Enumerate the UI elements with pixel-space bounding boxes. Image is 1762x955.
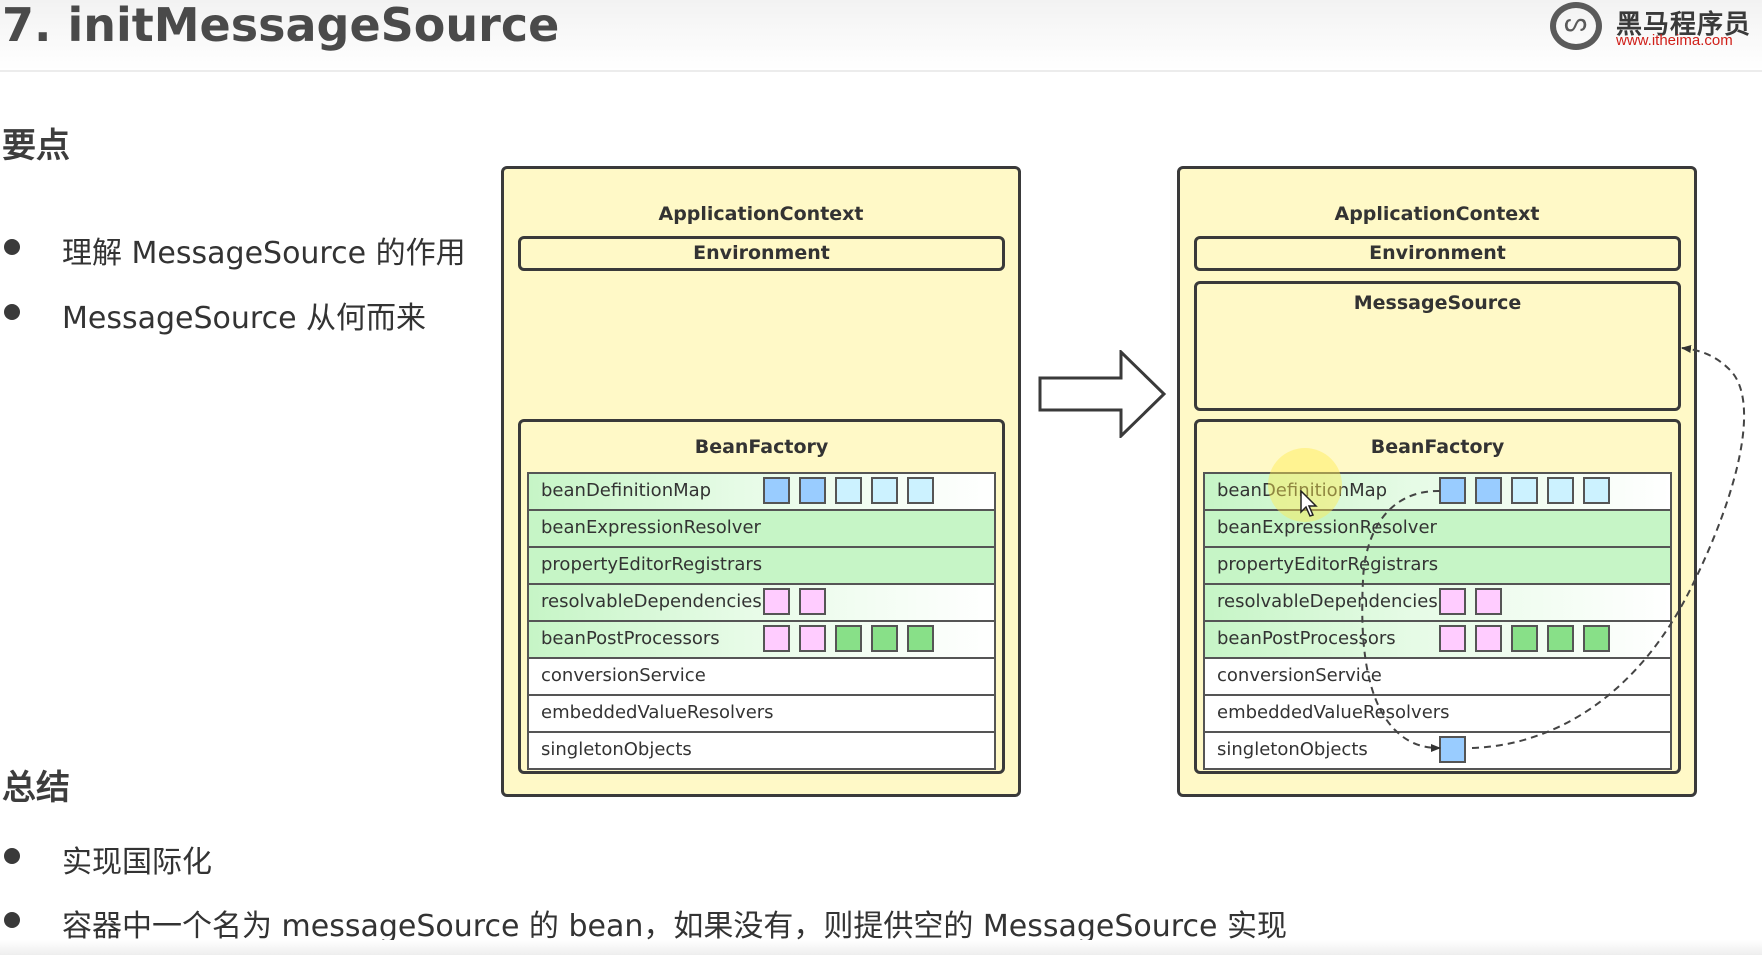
row-label: singletonObjects (541, 739, 692, 760)
bean-square-blue-dark (1439, 477, 1466, 504)
bean-square-blue-dark (763, 477, 790, 504)
beanfactory-box: BeanFactory beanDefinitionMap beanExpress… (1194, 419, 1681, 774)
messagesource-label: MessageSource (1353, 292, 1522, 314)
slide-footer (0, 940, 1762, 955)
bean-square-green (1547, 625, 1574, 652)
beanfactory-label: BeanFactory (1370, 436, 1505, 458)
environment-box: Environment (518, 236, 1005, 271)
bullet-dot-icon (4, 304, 20, 320)
row-label: resolvableDependencies (541, 591, 762, 612)
row-label: beanExpressionResolver (541, 517, 761, 538)
application-context-label: ApplicationContext (658, 203, 864, 225)
key-points-heading: 要点 (2, 126, 70, 166)
bean-square-blue-dark (1439, 736, 1466, 763)
bean-square-green (907, 625, 934, 652)
application-context-label: ApplicationContext (1334, 203, 1540, 225)
bean-square-pink (763, 625, 790, 652)
beanfactory-row-beanExpressionResolver: beanExpressionResolver (1205, 511, 1670, 548)
beanfactory-row-singletonObjects: singletonObjects (529, 733, 994, 770)
summary-heading: 总结 (2, 768, 70, 808)
bean-square-blue-light (871, 477, 898, 504)
right-arrow-icon (1038, 350, 1167, 438)
bean-square-pink (763, 588, 790, 615)
beanfactory-row-embeddedValueResolvers: embeddedValueResolvers (1205, 696, 1670, 733)
logo-brand-name: 黑马程序员 (1616, 10, 1752, 40)
summary-text: 容器中一个名为 messageSource 的 bean，如果没有，则提供空的 … (62, 909, 1287, 944)
row-label: resolvableDependencies (1217, 591, 1438, 612)
bean-square-green (871, 625, 898, 652)
beanfactory-rows: beanDefinitionMap beanExpressionResolver p… (1203, 472, 1672, 770)
slide-title: 7. initMessageSource (2, 0, 560, 52)
bean-square-blue-light (1511, 477, 1538, 504)
horse-head-logo-icon (1550, 2, 1602, 50)
row-label: singletonObjects (1217, 739, 1368, 760)
row-label: embeddedValueResolvers (541, 702, 774, 723)
row-label: propertyEditorRegistrars (541, 554, 763, 575)
mouse-cursor-icon (1300, 490, 1318, 517)
bullet-dot-icon (4, 239, 20, 255)
beanfactory-row-conversionService: conversionService (529, 659, 994, 696)
row-label: propertyEditorRegistrars (1217, 554, 1439, 575)
beanfactory-row-beanExpressionResolver: beanExpressionResolver (529, 511, 994, 548)
environment-box: Environment (1194, 236, 1681, 271)
beanfactory-row-singletonObjects: singletonObjects (1205, 733, 1670, 770)
itheima-logo: ᔕ 黑马程序员 www.itheima.com (1550, 2, 1760, 52)
bean-square-pink (799, 625, 826, 652)
beanfactory-row-resolvableDependencies: resolvableDependencies (529, 585, 994, 622)
beanfactory-row-beanPostProcessors: beanPostProcessors (1205, 622, 1670, 659)
bean-square-pink (799, 588, 826, 615)
row-label: beanDefinitionMap (1217, 480, 1388, 501)
logo-url: www.itheima.com (1616, 32, 1733, 49)
beanfactory-row-propertyEditorRegistrars: propertyEditorRegistrars (529, 548, 994, 585)
beanfactory-row-beanDefinitionMap: beanDefinitionMap (529, 474, 994, 511)
key-point-text: MessageSource 从何而来 (62, 301, 427, 336)
beanfactory-row-propertyEditorRegistrars: propertyEditorRegistrars (1205, 548, 1670, 585)
bullet-dot-icon (4, 912, 20, 928)
row-label: embeddedValueResolvers (1217, 702, 1450, 723)
bean-square-blue-light (1583, 477, 1610, 504)
row-label: conversionService (541, 665, 706, 686)
row-label: beanDefinitionMap (541, 480, 712, 501)
horse-glyph-icon: ᔕ (1564, 8, 1588, 38)
bean-square-pink (1475, 588, 1502, 615)
beanfactory-row-embeddedValueResolvers: embeddedValueResolvers (529, 696, 994, 733)
application-context-before: ApplicationContext Environment BeanFacto… (501, 166, 1021, 797)
cursor-highlight (1268, 448, 1342, 522)
bean-square-green (1511, 625, 1538, 652)
beanfactory-label: BeanFactory (694, 436, 829, 458)
summary-text: 实现国际化 (62, 845, 212, 880)
beanfactory-rows: beanDefinitionMap beanExpressionResolver p… (527, 472, 996, 770)
messagesource-box: MessageSource (1194, 281, 1681, 411)
row-label: conversionService (1217, 665, 1382, 686)
beanfactory-box: BeanFactory beanDefinitionMap beanExpress… (518, 419, 1005, 774)
beanfactory-row-resolvableDependencies: resolvableDependencies (1205, 585, 1670, 622)
bean-square-blue-dark (799, 477, 826, 504)
row-label: beanPostProcessors (1217, 628, 1396, 649)
row-label: beanPostProcessors (541, 628, 720, 649)
bean-square-green (835, 625, 862, 652)
bean-square-green (1583, 625, 1610, 652)
slide-header: 7. initMessageSource ᔕ 黑马程序员 www.itheima… (0, 0, 1762, 72)
key-point-text: 理解 MessageSource 的作用 (62, 236, 466, 271)
beanfactory-row-conversionService: conversionService (1205, 659, 1670, 696)
bean-square-blue-light (835, 477, 862, 504)
bean-square-pink (1439, 625, 1466, 652)
bean-square-blue-dark (1475, 477, 1502, 504)
application-context-after: ApplicationContext Environment MessageSo… (1177, 166, 1697, 797)
bullet-dot-icon (4, 848, 20, 864)
bean-square-pink (1475, 625, 1502, 652)
beanfactory-row-beanPostProcessors: beanPostProcessors (529, 622, 994, 659)
bean-square-blue-light (907, 477, 934, 504)
bean-square-pink (1439, 588, 1466, 615)
row-label: beanExpressionResolver (1217, 517, 1437, 538)
bean-square-blue-light (1547, 477, 1574, 504)
